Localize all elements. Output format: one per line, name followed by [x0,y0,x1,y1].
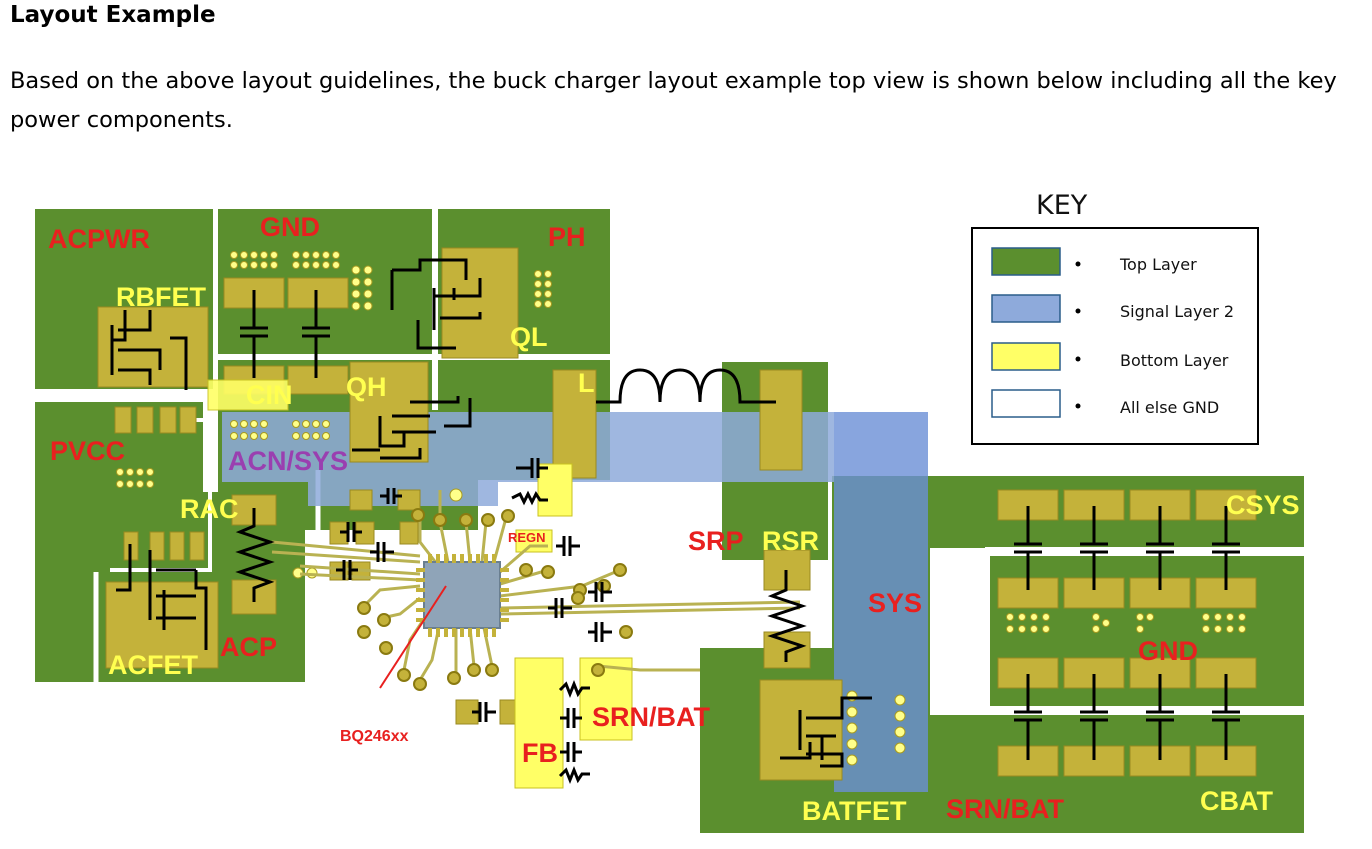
label-batfet: BATFET [802,796,907,826]
region-labels: ACPWR GND PH RBFET QL CIN QH L PVCC ACN/… [48,212,1300,826]
rac-resistor-symbol [235,508,275,602]
label-csys: CSYS [1226,490,1300,520]
label-gnd-right: GND [1138,636,1198,666]
legend-title: KEY [1036,190,1088,221]
page-heading: Layout Example [10,2,216,28]
label-qh: QH [346,372,387,402]
label-acp: ACP [220,632,277,662]
label-acpwr: ACPWR [48,224,150,254]
label-ph: PH [548,222,586,252]
bq246xx-ic [423,561,501,629]
rsr-resistor-symbol [767,570,807,662]
pcb-layout-diagram: ACPWR GND PH RBFET QL CIN QH L PVCC ACN/… [35,190,1304,833]
label-fb: FB [522,738,558,768]
label-sys: SYS [868,588,922,618]
ic-pin-vias [357,508,633,691]
label-srn-bat-mid: SRN/BAT [592,702,711,732]
label-srn-bat-bottom: SRN/BAT [946,794,1065,824]
label-srp: SRP [688,526,744,556]
inductor-symbol [596,368,776,404]
label-rac: RAC [180,494,239,524]
schematic-symbols [110,258,1240,785]
label-bq246xx: BQ246xx [340,728,409,745]
label-cin: CIN [246,380,293,410]
label-gnd-top: GND [260,212,320,242]
legend-label-bottom-layer: Bottom Layer [1120,351,1229,370]
legend-label-top-layer: Top Layer [1119,255,1197,274]
label-acn-sys: ACN/SYS [228,446,348,476]
legend: KEY Top Layer Signal Layer 2 Bottom Laye… [971,190,1259,445]
label-rbfet: RBFET [116,282,206,312]
legend-label-gnd: All else GND [1120,398,1219,417]
label-acfet: ACFET [108,650,198,680]
legend-item-bottom-layer: Bottom Layer [991,342,1229,371]
label-regn: REGN [508,530,546,545]
legend-item-signal-layer: Signal Layer 2 [991,294,1234,323]
bq246xx-pointer [379,585,447,689]
intro-paragraph: Based on the above layout guidelines, th… [10,68,1337,133]
label-ql: QL [510,322,548,352]
legend-item-gnd: All else GND [991,389,1219,418]
bottom-layer [207,379,633,789]
label-cbat: CBAT [1200,786,1273,816]
label-l: L [578,368,595,398]
ic-pins [416,554,509,637]
label-rsr: RSR [762,526,819,556]
legend-label-signal-layer: Signal Layer 2 [1120,302,1234,321]
label-pvcc: PVCC [50,436,125,466]
legend-item-top-layer: Top Layer [991,247,1197,276]
